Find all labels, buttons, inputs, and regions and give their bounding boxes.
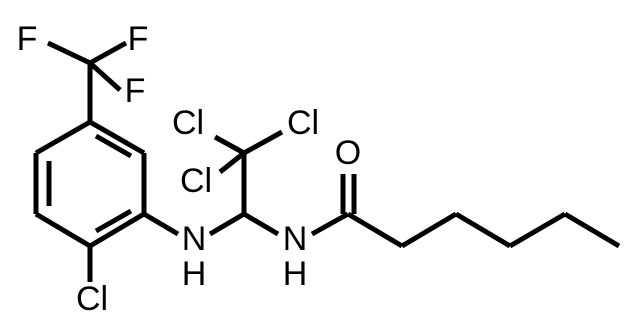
trichloromethyl-bonds [213,129,284,174]
fluorine-label-2: F [128,20,149,58]
bond-nh-ch [208,211,246,237]
oxygen-label: O [335,134,361,172]
bond-ring-nh [142,211,180,237]
ring-inner-bond-1 [94,133,133,159]
ring-bond-6 [34,119,92,156]
chlorine-label-top-left: Cl [172,104,204,142]
ring-bond-4 [34,211,92,249]
ring-bond-3 [88,211,146,249]
fluorine-label-3: F [125,72,146,110]
chain-bond-3 [454,211,512,249]
atom-labels: F F F Cl Cl Cl O N H N H Cl [17,20,362,318]
fluorine-label-1: F [17,20,38,58]
chlorine-label-middle: Cl [180,162,212,200]
bond-c-f3 [88,61,122,92]
trifluoromethyl-bonds [46,40,128,122]
chlorine-label-top-right: Cl [287,104,319,142]
bond-ch-nh [242,211,280,237]
amine-hydrogen-label: H [182,255,207,293]
amide-hydrogen-label: H [283,255,308,293]
ring-inner-bond-2 [94,208,133,234]
bond-nh-carbonyl [310,211,350,237]
bond-c-cl-top-right [242,129,284,156]
bond-c-f2 [88,40,128,66]
ring-chlorine-label: Cl [76,280,108,318]
bond-c-cl-top-left [213,134,246,156]
amine-nitrogen-label: N [182,220,207,258]
benzene-ring [33,119,147,249]
chain-bond-5 [563,211,621,249]
ring-bond-1 [88,119,146,156]
bond-c-cl-middle [218,151,246,174]
amide-nitrogen-label: N [283,220,308,258]
chain-bond-4 [508,211,567,249]
chain-bond-2 [400,211,458,249]
bond-c-f1 [46,40,92,66]
alkyl-chain [346,211,621,249]
chain-bond-1 [346,211,404,249]
